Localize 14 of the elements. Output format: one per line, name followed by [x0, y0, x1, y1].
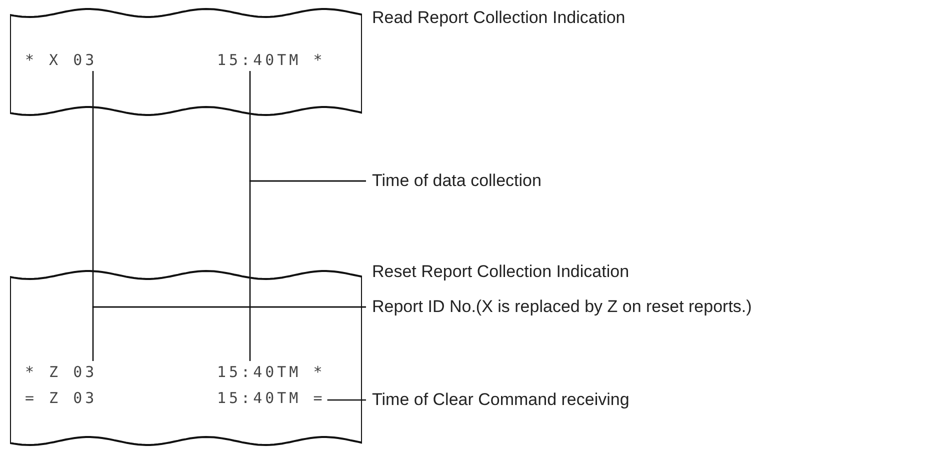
strip-heading: Read Report Collection Indication: [372, 8, 626, 28]
callout-text: Report ID No.(X is replaced by Z on reset reports.): [372, 297, 752, 317]
callout-text: Time of Clear Command receiving: [372, 390, 630, 410]
leader-line: [327, 399, 366, 401]
printed-line: 15:40TM *: [217, 50, 326, 70]
printed-line: 15:40TM =: [217, 388, 326, 408]
printed-line: * X 03: [25, 50, 98, 70]
leader-line: [92, 306, 366, 361]
printed-line: * Z 03: [25, 362, 98, 382]
leader-line: [249, 180, 366, 361]
strip-heading: Reset Report Collection Indication: [372, 262, 630, 282]
printed-line: = Z 03: [25, 388, 98, 408]
printed-line: 15:40TM *: [217, 362, 326, 382]
callout-text: Time of data collection: [372, 171, 542, 191]
